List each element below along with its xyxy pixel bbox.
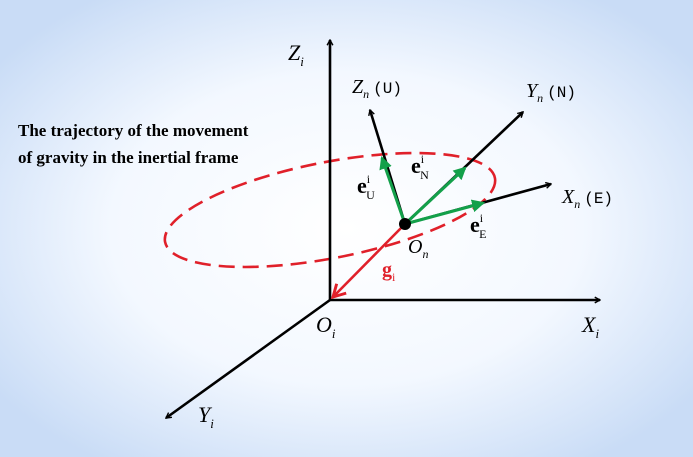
oi-label: Oi — [316, 312, 336, 341]
gravity-vector — [333, 223, 406, 297]
on-label: On — [408, 236, 428, 261]
yi-label: Yi — [198, 402, 214, 431]
zi-label: Zi — [288, 40, 304, 69]
xi-label: Xi — [581, 312, 599, 341]
yi-axis — [166, 298, 331, 420]
zn-label: Zn(U) — [352, 76, 402, 101]
xn-label: Xn(E) — [561, 186, 613, 211]
gravity-label: gi — [382, 259, 396, 284]
gravity-trajectory-ellipse — [163, 151, 497, 269]
e-e-vector — [404, 199, 486, 226]
trajectory-caption-line1: The trajectory of the movement — [18, 121, 249, 140]
e-u-vector — [379, 155, 407, 225]
trajectory-caption-line2: of gravity in the inertial frame — [18, 148, 239, 167]
yn-label: Yn(N) — [526, 80, 576, 105]
origin-on-point — [399, 218, 411, 230]
e-n-vector — [403, 166, 467, 226]
